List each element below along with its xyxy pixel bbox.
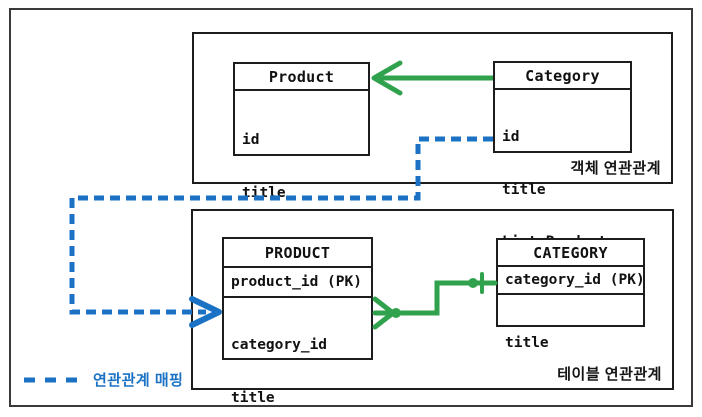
table-product-title: PRODUCT [224, 239, 371, 268]
pk-field-row: product_id (PK) [224, 268, 371, 298]
table-product-fields: category_id title [224, 298, 371, 417]
field-row: title [505, 335, 549, 351]
mapping-dash-sample-icon [24, 377, 83, 382]
object-category-title: Category [495, 63, 630, 90]
table-category-title: CATEGORY [498, 240, 643, 267]
object-product-title: Product [235, 64, 368, 91]
field-row: title [231, 389, 275, 406]
object-product-fields: id title [235, 91, 368, 237]
table-product-box: PRODUCT product_id (PK) category_id titl… [222, 237, 373, 406]
field-row: id [242, 132, 260, 148]
legend: 연관관계 매핑 [23, 369, 183, 390]
object-category-box: Category id title List<Product> [493, 61, 632, 250]
outer-frame [9, 8, 693, 407]
field-row: category_id [231, 337, 328, 353]
table-category-fields: title [498, 295, 643, 388]
object-product-box: Product id title [233, 62, 370, 201]
table-section-label: 테이블 연관관계 [557, 366, 662, 383]
field-row: title [502, 181, 546, 198]
object-section-label: 객체 연관관계 [570, 160, 661, 177]
table-category-box: CATEGORY category_id (PK) title [496, 238, 645, 351]
pk-field-row: category_id (PK) [498, 267, 645, 295]
field-row: id [502, 129, 520, 145]
field-row: title [242, 184, 286, 201]
legend-label: 연관관계 매핑 [93, 372, 184, 389]
